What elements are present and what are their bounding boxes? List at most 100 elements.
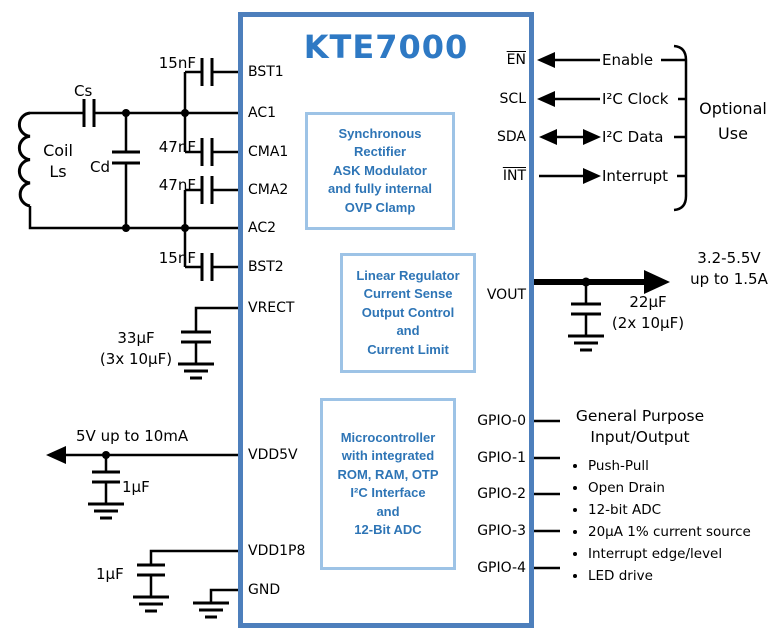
pin-label-gpio2: GPIO-2	[477, 486, 526, 502]
pin-label-gpio0: GPIO-0	[477, 413, 526, 429]
pin-label-gpio3: GPIO-3	[477, 523, 526, 539]
vdd5v-arrow	[46, 446, 66, 464]
junction-dot	[181, 224, 189, 232]
label-cap-cma2: 47nF	[158, 176, 196, 194]
vout-arrow	[644, 270, 670, 294]
scl-arrow	[537, 91, 555, 107]
block-text-line: OVP Clamp	[344, 199, 416, 215]
sda-arrow-left	[539, 129, 557, 145]
pin-label-int: INT	[502, 168, 526, 184]
block-text-line: 12-Bit ADC	[354, 522, 422, 537]
cd-capacitor	[112, 150, 140, 165]
cma2-capacitor	[200, 176, 214, 204]
gpio-feature-item: Push-Pull	[588, 455, 778, 477]
pin-label-sda: SDA	[497, 129, 526, 145]
pin-label-gpio4: GPIO-4	[477, 560, 526, 576]
junction-dot	[122, 224, 130, 232]
label-gpio-header: General Purpose Input/Output	[575, 407, 705, 446]
cma1-capacitor	[200, 138, 214, 166]
ground-symbol-vout	[568, 334, 604, 352]
ground-symbol-gnd	[193, 601, 229, 619]
gpio-feature-list: Push-Pull Open Drain 12-bit ADC 20µA 1% …	[572, 455, 778, 587]
wire-gnd	[209, 588, 238, 603]
label-interrupt: Interrupt	[602, 167, 669, 185]
label-i2c-clock: I²C Clock	[602, 90, 669, 108]
label-cap-cma1: 47nF	[158, 138, 196, 156]
wire-ac2	[28, 206, 238, 230]
block-text-line: I²C Interface	[350, 485, 426, 500]
block-text-line: Linear Regulator	[356, 267, 460, 283]
block-text-line: ASK Modulator	[333, 162, 427, 178]
vout-capacitor	[571, 302, 601, 316]
block-text-line: and fully internal	[327, 181, 432, 197]
label-cs: Cs	[74, 82, 93, 100]
block-regulator: Linear Regulator Current Sense Output Co…	[340, 253, 476, 373]
optional-use-bracket	[673, 44, 688, 212]
pin-label-vdd5v: VDD5V	[248, 447, 298, 463]
label-cap-vdd1p8: 1µF	[96, 565, 124, 583]
pin-label-gpio1: GPIO-1	[477, 450, 526, 466]
pin-label-vout: VOUT	[486, 287, 526, 303]
gpio-feature-item: LED drive	[588, 565, 778, 587]
junction-dot	[181, 109, 189, 117]
gpio-feature-item: 20µA 1% current source	[588, 521, 778, 543]
label-vdd5v-output: 5V up to 10mA	[76, 427, 189, 445]
wire-gpio-stubs	[534, 419, 560, 570]
pin-label-vrect: VRECT	[248, 300, 295, 316]
label-cd: Cd	[90, 158, 110, 176]
block-text-line: ROM, RAM, OTP	[337, 466, 439, 482]
block-text-line: and	[376, 503, 400, 519]
pin-label-cma1: CMA1	[248, 144, 289, 160]
block-text-line: with integrated	[341, 448, 435, 463]
junction-dot	[581, 277, 591, 287]
pin-label-gnd: GND	[248, 582, 281, 598]
label-cap-bst2: 15nF	[158, 249, 196, 267]
label-coil-ls: Coil Ls	[43, 141, 73, 181]
pin-label-ac1: AC1	[248, 105, 277, 121]
junction-dot	[122, 109, 130, 117]
cs-capacitor	[82, 99, 96, 127]
label-cap-vout: 22µF (2x 10µF)	[611, 293, 685, 332]
label-cap-vrect: 33µF (3x 10µF)	[99, 329, 173, 368]
label-cap-bst1: 15nF	[158, 54, 196, 72]
ground-symbol-vdd5v	[88, 502, 124, 520]
block-text-line: Current Limit	[367, 341, 449, 357]
pin-label-ac2: AC2	[248, 220, 277, 236]
label-optional-use: Optional Use	[699, 99, 767, 143]
bst1-capacitor	[200, 58, 214, 86]
label-enable: Enable	[602, 51, 654, 69]
block-microcontroller: Microcontroller with integrated ROM, RAM…	[320, 398, 456, 570]
block-text-line: Current Sense	[363, 286, 453, 302]
label-cap-vdd5v: 1µF	[122, 478, 150, 496]
junction-dot	[102, 451, 110, 459]
block-rectifier: Synchronous Rectifier ASK Modulator and …	[305, 112, 455, 230]
pin-label-vdd1p8: VDD1P8	[248, 543, 306, 559]
wire-vdd1p8	[149, 549, 238, 597]
vrect-capacitor	[181, 330, 211, 344]
block-text-line: Synchronous	[338, 125, 422, 141]
block-text-line: Microcontroller	[340, 429, 436, 445]
wire-vdd5v	[64, 453, 238, 504]
gpio-feature-item: Open Drain	[588, 477, 778, 499]
sda-arrow-right	[583, 129, 601, 145]
vdd5v-capacitor	[92, 470, 120, 484]
chip-title: KTE7000	[303, 28, 469, 66]
block-text-line: Rectifier	[353, 144, 407, 160]
int-arrow	[583, 168, 601, 184]
block-text-line: Output Control	[361, 304, 455, 320]
ground-symbol-vdd1p8	[133, 595, 169, 613]
vdd1p8-capacitor	[137, 563, 165, 577]
wire-vrect	[194, 306, 238, 364]
label-vout-spec: 3.2-5.5V up to 1.5A	[690, 249, 768, 288]
pin-label-en: EN	[506, 52, 526, 68]
bst2-capacitor	[200, 253, 214, 281]
en-arrow	[537, 52, 555, 68]
gpio-feature-item: Interrupt edge/level	[588, 543, 778, 565]
block-text-line: and	[396, 323, 420, 339]
pin-label-cma2: CMA2	[248, 182, 289, 198]
pin-label-bst2: BST2	[248, 259, 284, 275]
ground-symbol-vrect	[178, 362, 214, 380]
coil-symbol	[17, 111, 31, 208]
gpio-feature-item: 12-bit ADC	[588, 499, 778, 521]
